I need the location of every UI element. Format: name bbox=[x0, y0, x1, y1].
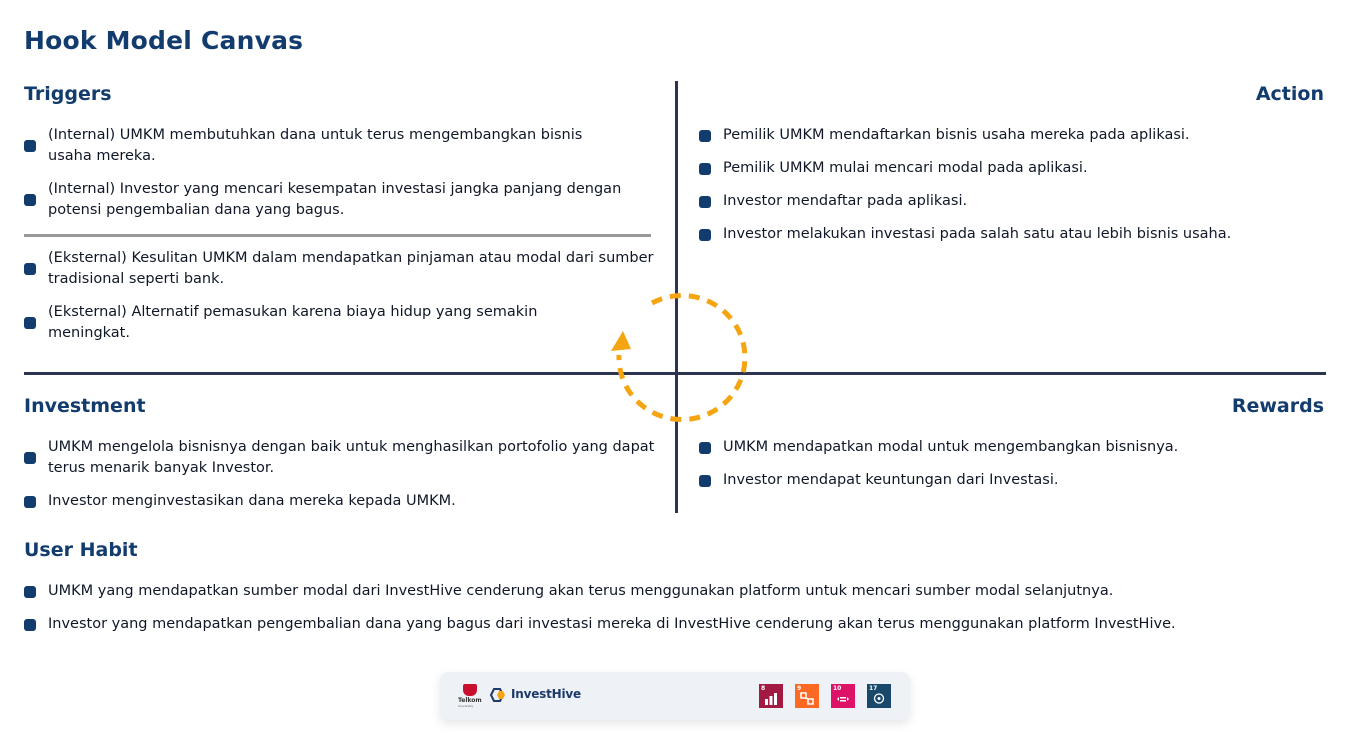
user-habit-list: UMKM yang mendapatkan sumber modal dari … bbox=[24, 581, 1324, 647]
partnerships-icon bbox=[873, 693, 885, 704]
bullet-icon bbox=[699, 195, 711, 208]
triggers-heading: Triggers bbox=[24, 83, 112, 105]
telkom-university-logo: Telkom University bbox=[458, 684, 482, 708]
bullet-icon bbox=[24, 585, 36, 598]
investment-heading: Investment bbox=[24, 395, 146, 417]
reduced-inequalities-icon bbox=[837, 697, 849, 702]
list-item: UMKM mendapatkan modal untuk mengembangk… bbox=[699, 437, 1319, 458]
horizontal-divider bbox=[24, 372, 1326, 375]
bullet-icon bbox=[24, 495, 36, 508]
sdg-17-icon: 17 bbox=[867, 684, 891, 708]
action-list: Pemilik UMKM mendaftarkan bisnis usaha m… bbox=[699, 125, 1319, 257]
bullet-icon bbox=[24, 140, 36, 152]
list-item: Investor mendapat keuntungan dari Invest… bbox=[699, 470, 1319, 491]
bullet-icon bbox=[699, 129, 711, 142]
rewards-heading: Rewards bbox=[1231, 395, 1324, 417]
rewards-list: UMKM mendapatkan modal untuk mengembangk… bbox=[699, 437, 1319, 503]
decent-work-economic-growth-icon bbox=[765, 693, 777, 705]
triggers-internal-list: (Internal) UMKM membutuhkan dana untuk t… bbox=[24, 125, 624, 233]
list-item: Pemilik UMKM mulai mencari modal pada ap… bbox=[699, 158, 1319, 179]
list-item: (Internal) UMKM membutuhkan dana untuk t… bbox=[24, 125, 624, 167]
hook-cycle-arrow-icon bbox=[611, 293, 748, 423]
bullet-icon bbox=[699, 162, 711, 175]
list-item: Investor melakukan investasi pada salah … bbox=[699, 224, 1319, 245]
telkom-logo-shape bbox=[463, 684, 477, 696]
list-item: Investor mendaftar pada aplikasi. bbox=[699, 191, 1319, 212]
page-title: Hook Model Canvas bbox=[24, 26, 304, 55]
list-item: UMKM mengelola bisnisnya dengan baik unt… bbox=[24, 437, 656, 479]
bullet-icon bbox=[699, 228, 711, 241]
bullet-icon bbox=[24, 618, 36, 631]
industry-innovation-icon bbox=[800, 692, 814, 705]
bullet-icon bbox=[24, 263, 36, 275]
bullet-icon bbox=[24, 194, 36, 206]
triggers-external-list: (Eksternal) Kesulitan UMKM dalam mendapa… bbox=[24, 248, 654, 356]
sdg-8-icon: 8 bbox=[759, 684, 783, 708]
list-item: Pemilik UMKM mendaftarkan bisnis usaha m… bbox=[699, 125, 1319, 146]
bullet-icon bbox=[24, 317, 36, 329]
investhive-logo-icon bbox=[490, 688, 505, 702]
action-heading: Action bbox=[1255, 83, 1324, 105]
list-item: Investor yang mendapatkan pengembalian d… bbox=[24, 614, 1324, 635]
bullet-icon bbox=[24, 452, 36, 464]
list-item: (Eksternal) Kesulitan UMKM dalam mendapa… bbox=[24, 248, 654, 290]
list-item: (Eksternal) Alternatif pemasukan karena … bbox=[24, 302, 553, 344]
list-item: UMKM yang mendapatkan sumber modal dari … bbox=[24, 581, 1324, 602]
sdg-9-icon: 9 bbox=[795, 684, 819, 708]
bullet-icon bbox=[699, 441, 711, 454]
user-habit-heading: User Habit bbox=[24, 539, 138, 561]
investment-list: UMKM mengelola bisnisnya dengan baik unt… bbox=[24, 437, 656, 524]
bullet-icon bbox=[699, 474, 711, 487]
footer-bar: Telkom University InvestHive 8 9 10 17 bbox=[440, 672, 910, 720]
list-item: (Internal) Investor yang mencari kesempa… bbox=[24, 179, 624, 221]
telkom-logo-text: Telkom bbox=[458, 697, 482, 704]
list-item: Investor menginvestasikan dana mereka ke… bbox=[24, 491, 656, 512]
investhive-brand-name: InvestHive bbox=[511, 687, 581, 701]
sdg-10-icon: 10 bbox=[831, 684, 855, 708]
telkom-logo-sub: University bbox=[458, 704, 474, 708]
triggers-divider bbox=[24, 234, 651, 237]
